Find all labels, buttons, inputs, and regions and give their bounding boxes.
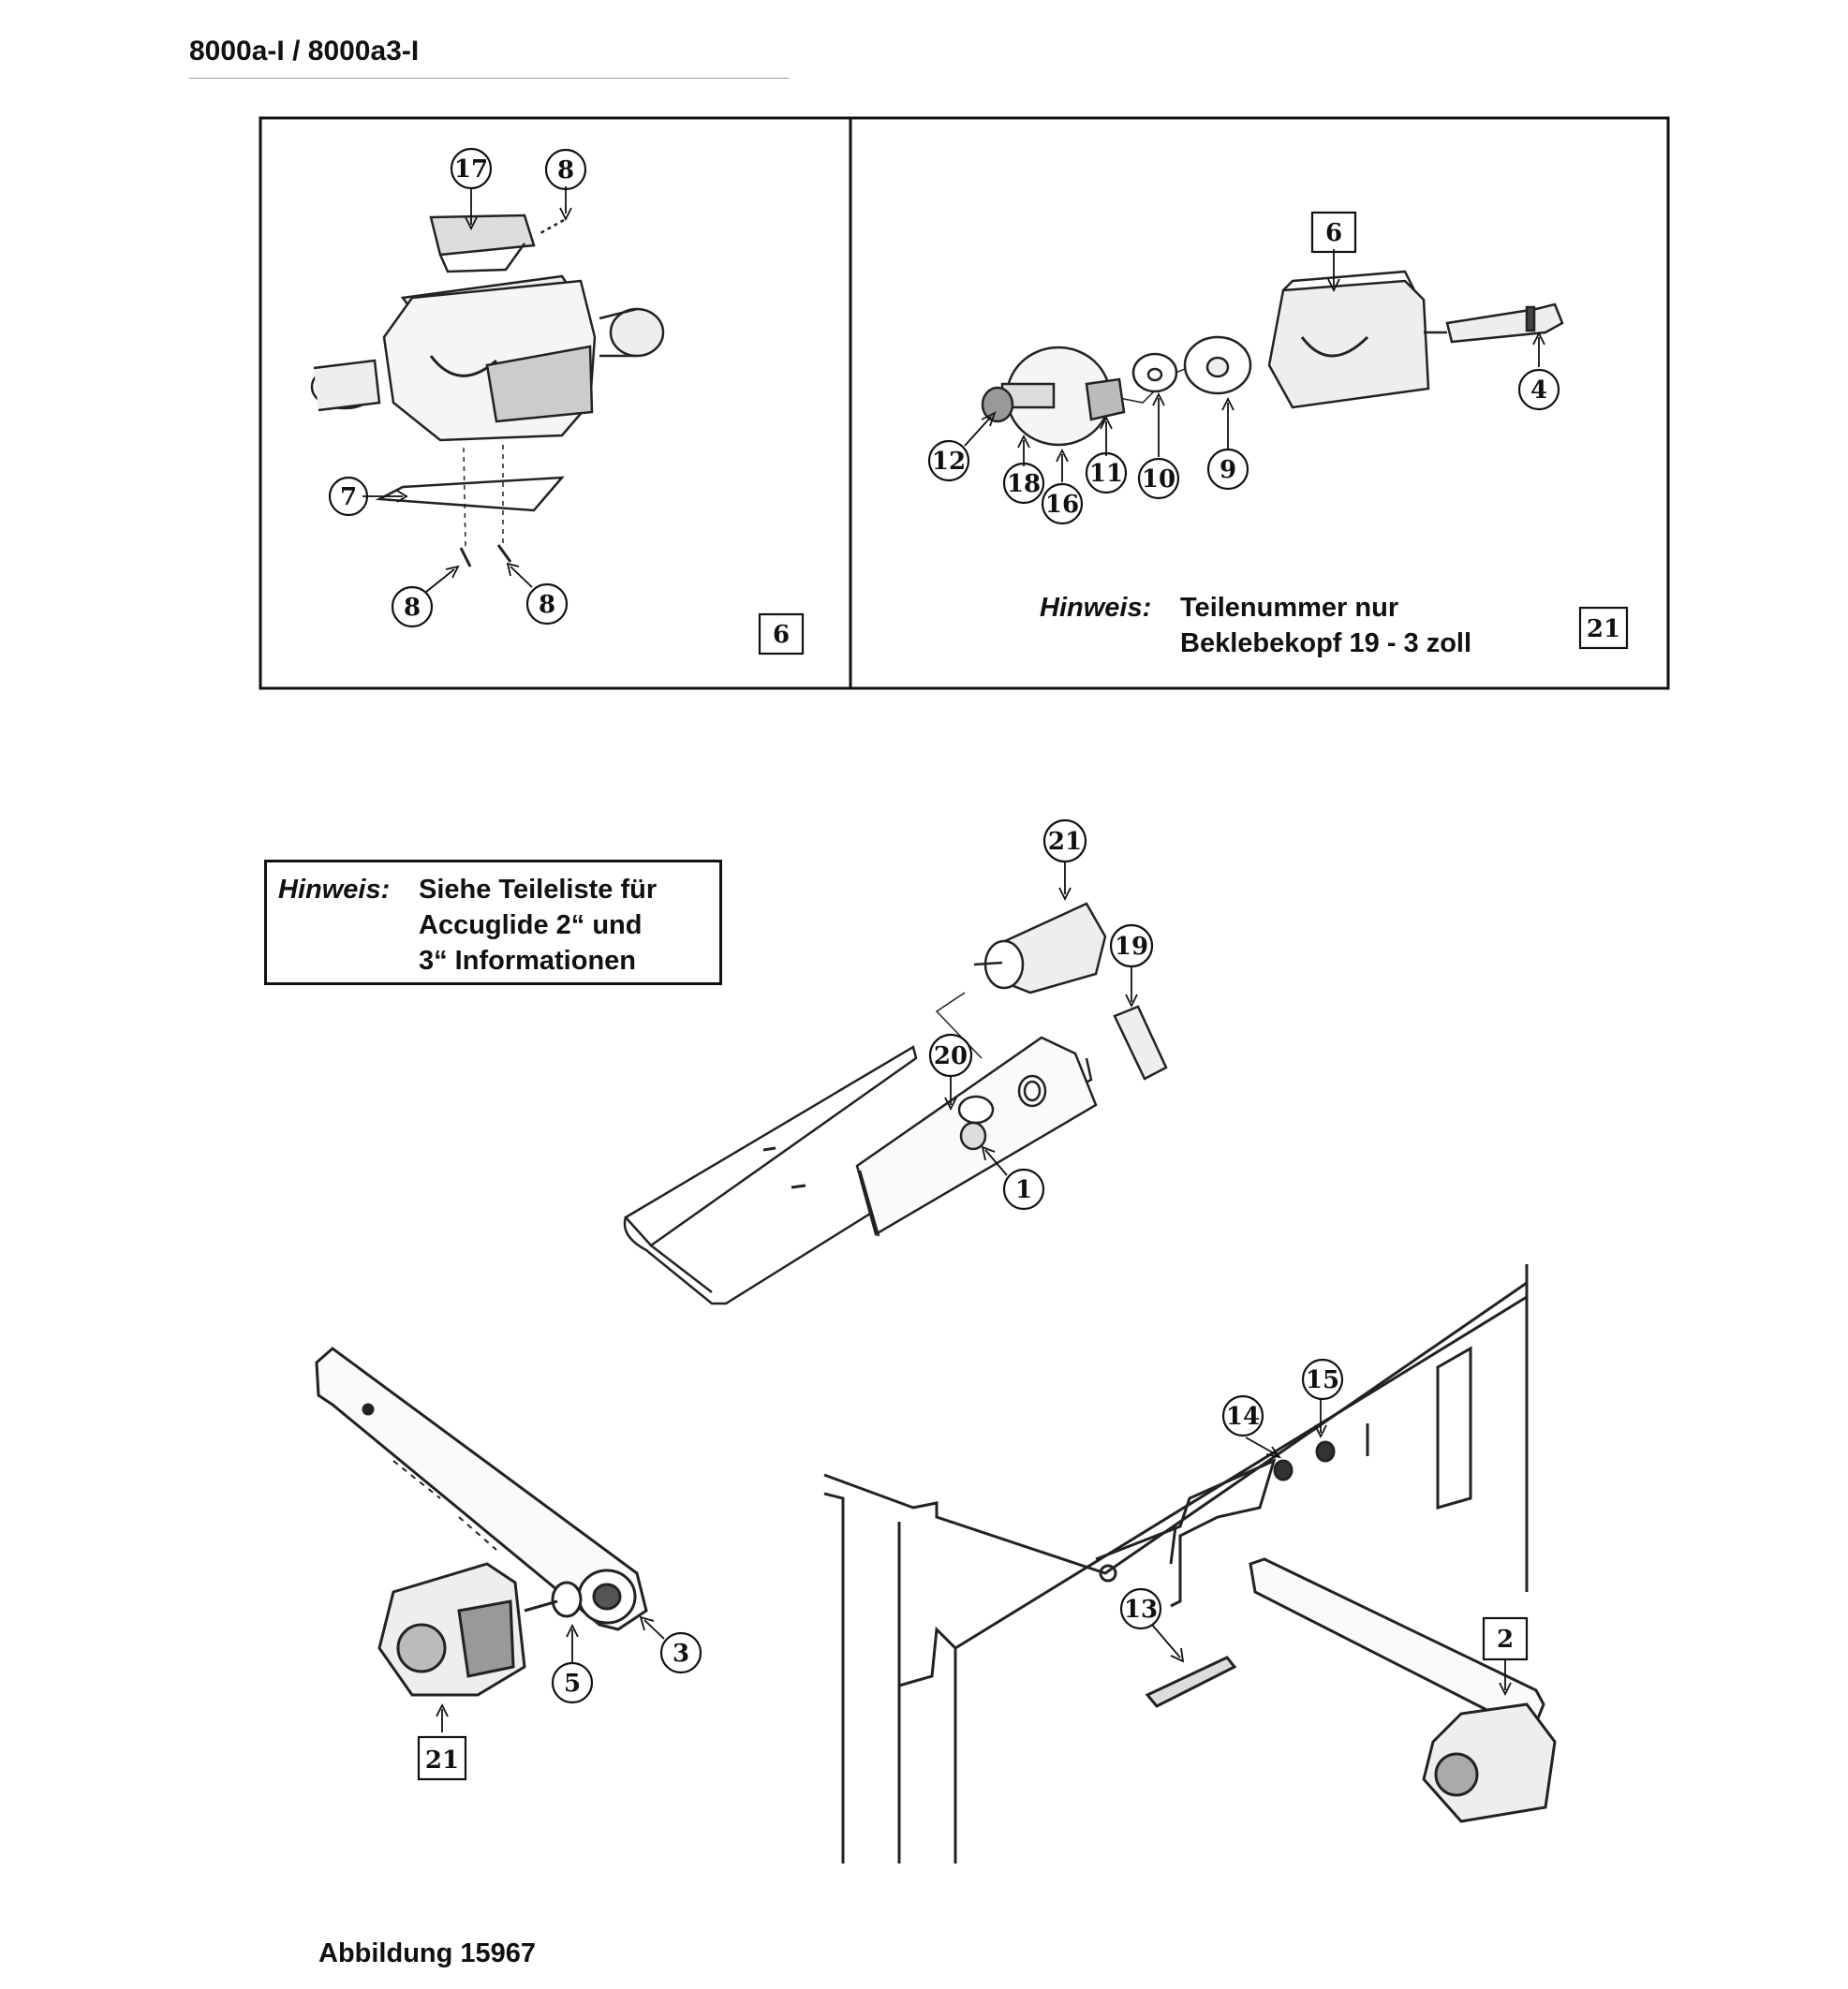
callout-18: 18 — [1002, 462, 1045, 505]
svg-text:17: 17 — [454, 155, 488, 184]
callout-13: 13 — [1119, 1587, 1162, 1630]
svg-text:13: 13 — [1124, 1596, 1158, 1624]
note-line-1: Teilenummer nur — [1180, 593, 1399, 623]
callout-9: 9 — [1206, 448, 1249, 491]
svg-text:21: 21 — [1587, 615, 1620, 643]
callout-21-middle: 21 — [1042, 818, 1087, 863]
callout-7: 7 — [328, 476, 369, 517]
callout-20: 20 — [928, 1033, 973, 1078]
svg-text:21: 21 — [425, 1746, 459, 1775]
top-frame — [259, 116, 1670, 690]
note-line-2: Accuglide 2“ und — [419, 910, 643, 940]
callout-14: 14 — [1221, 1394, 1264, 1437]
svg-text:5: 5 — [564, 1670, 581, 1698]
callout-11: 11 — [1085, 451, 1128, 494]
callout-box-6-right: 6 — [1310, 211, 1357, 254]
svg-text:21: 21 — [1048, 828, 1082, 856]
middle-bracket-drawing — [623, 902, 1168, 1305]
note-line-1: Siehe Teileliste für — [419, 875, 658, 905]
svg-text:3: 3 — [673, 1640, 689, 1668]
callout-5: 5 — [551, 1661, 594, 1704]
note-text: Siehe Teileliste für Accuglide 2“ und 3“… — [419, 872, 657, 979]
note-line-3: 3“ Informationen — [419, 946, 637, 976]
svg-text:8: 8 — [557, 156, 574, 184]
note-line-2: Beklebekopf 19 - 3 zoll — [1180, 628, 1472, 658]
callout-8-left: 8 — [391, 585, 434, 628]
bottom-right-frame-drawing — [823, 1264, 1557, 1864]
callout-16: 16 — [1041, 482, 1084, 525]
svg-text:8: 8 — [404, 594, 421, 622]
callout-box-6-left: 6 — [758, 612, 805, 656]
note-label: Hinweis: — [278, 875, 391, 905]
callout-leaders — [362, 186, 1545, 1732]
note-label: Hinweis: — [1040, 593, 1152, 623]
svg-text:2: 2 — [1497, 1626, 1514, 1654]
svg-text:20: 20 — [934, 1042, 968, 1070]
svg-text:14: 14 — [1226, 1403, 1260, 1431]
callout-box-21-bottom: 21 — [417, 1735, 467, 1781]
page-title: 8000a-I / 8000a3-I — [189, 36, 420, 66]
svg-text:1: 1 — [1015, 1176, 1032, 1204]
callout-4: 4 — [1517, 368, 1560, 411]
svg-text:16: 16 — [1045, 491, 1079, 519]
callout-3: 3 — [659, 1631, 702, 1674]
svg-text:4: 4 — [1530, 376, 1547, 405]
callout-17: 17 — [450, 147, 493, 190]
title-divider — [189, 78, 789, 79]
callout-12: 12 — [927, 439, 970, 482]
svg-text:15: 15 — [1306, 1366, 1339, 1394]
callout-box-21-top: 21 — [1578, 606, 1629, 650]
svg-text:18: 18 — [1007, 470, 1041, 498]
figure-caption: Abbildung 15967 — [318, 1938, 537, 1968]
svg-text:6: 6 — [1325, 219, 1342, 247]
callout-10: 10 — [1137, 457, 1180, 500]
svg-text:9: 9 — [1220, 456, 1236, 484]
svg-text:19: 19 — [1115, 933, 1148, 961]
svg-text:7: 7 — [340, 483, 357, 511]
callout-19: 19 — [1109, 923, 1154, 968]
callout-8-right: 8 — [525, 582, 569, 626]
callout-15: 15 — [1301, 1358, 1344, 1401]
left-panel-drawing — [310, 214, 665, 567]
note-accuglide: Hinweis: Siehe Teileliste für Accuglide … — [264, 860, 722, 985]
callout-1: 1 — [1002, 1168, 1045, 1211]
svg-text:10: 10 — [1142, 465, 1175, 494]
svg-text:6: 6 — [773, 621, 790, 649]
svg-text:12: 12 — [932, 448, 966, 476]
callout-labels: 17 8 7 8 8 6 6 4 12 18 16 11 10 9 21 21 … — [328, 147, 1629, 1781]
svg-text:8: 8 — [539, 591, 555, 619]
svg-text:11: 11 — [1089, 460, 1123, 488]
bottom-left-arm-drawing — [315, 1347, 648, 1697]
callout-box-2: 2 — [1482, 1616, 1529, 1661]
callout-8-top: 8 — [544, 148, 587, 191]
note-text: Teilenummer nur Beklebekopf 19 - 3 zoll — [1180, 590, 1471, 661]
right-panel-drawing — [981, 270, 1564, 447]
